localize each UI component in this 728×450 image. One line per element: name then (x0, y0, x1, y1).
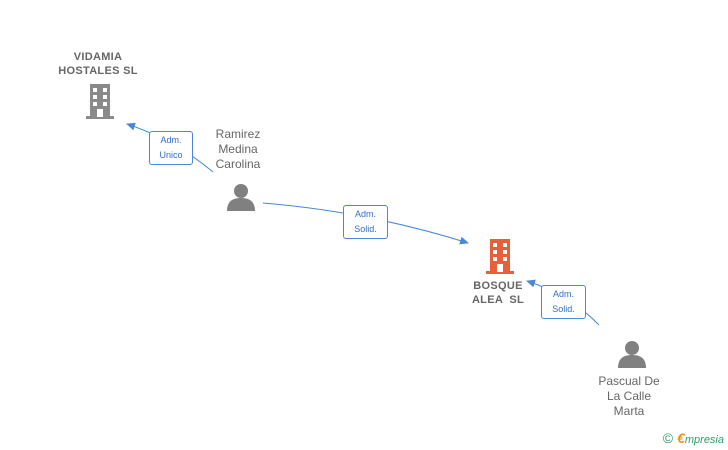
edge-label-line: Solid. (552, 304, 575, 314)
person-name-line: Marta (613, 404, 645, 418)
person-name-line: La Calle (606, 389, 652, 403)
edge-label-ramirez-bosque[interactable]: Adm. Solid. (343, 205, 388, 239)
company-name-line: VIDAMIA (73, 51, 123, 63)
person-name-line: Medina (218, 142, 258, 156)
brand-footer[interactable]: © €mpresia (663, 430, 724, 446)
person-label-ramirez[interactable]: Ramirez Medina Carolina (193, 127, 283, 172)
person-label-pascual[interactable]: Pascual De La Calle Marta (584, 374, 674, 419)
company-label-bosque[interactable]: BOSQUE ALEA SL (448, 279, 548, 307)
person-name-line: Carolina (215, 157, 261, 171)
edge-label-line: Adm. (160, 135, 182, 145)
brand-initial: € (677, 430, 685, 446)
brand-logo: €mpresia (677, 430, 724, 446)
person-name-line: Ramirez (215, 127, 261, 141)
edge-label-line: Solid. (354, 224, 377, 234)
company-name-line: HOSTALES SL (58, 65, 138, 77)
building-icon[interactable] (84, 84, 116, 120)
edge-label-line: Unico (159, 150, 183, 160)
person-name-line: Pascual De (598, 374, 660, 388)
edge-label-ramirez-vidamia[interactable]: Adm. Unico (149, 131, 193, 165)
person-icon[interactable] (617, 339, 647, 369)
person-icon[interactable] (226, 182, 256, 212)
copyright-icon: © (662, 430, 674, 446)
edge-label-pascual-bosque[interactable]: Adm. Solid. (541, 285, 586, 319)
company-name-line: ALEA SL (471, 294, 525, 306)
company-name-line: BOSQUE (473, 280, 523, 292)
brand-name: mpresia (684, 434, 724, 446)
edge-label-line: Adm. (552, 289, 574, 299)
edge-label-line: Adm. (354, 209, 376, 219)
company-label-vidamia[interactable]: VIDAMIA HOSTALES SL (48, 50, 148, 78)
building-icon[interactable] (484, 239, 516, 275)
